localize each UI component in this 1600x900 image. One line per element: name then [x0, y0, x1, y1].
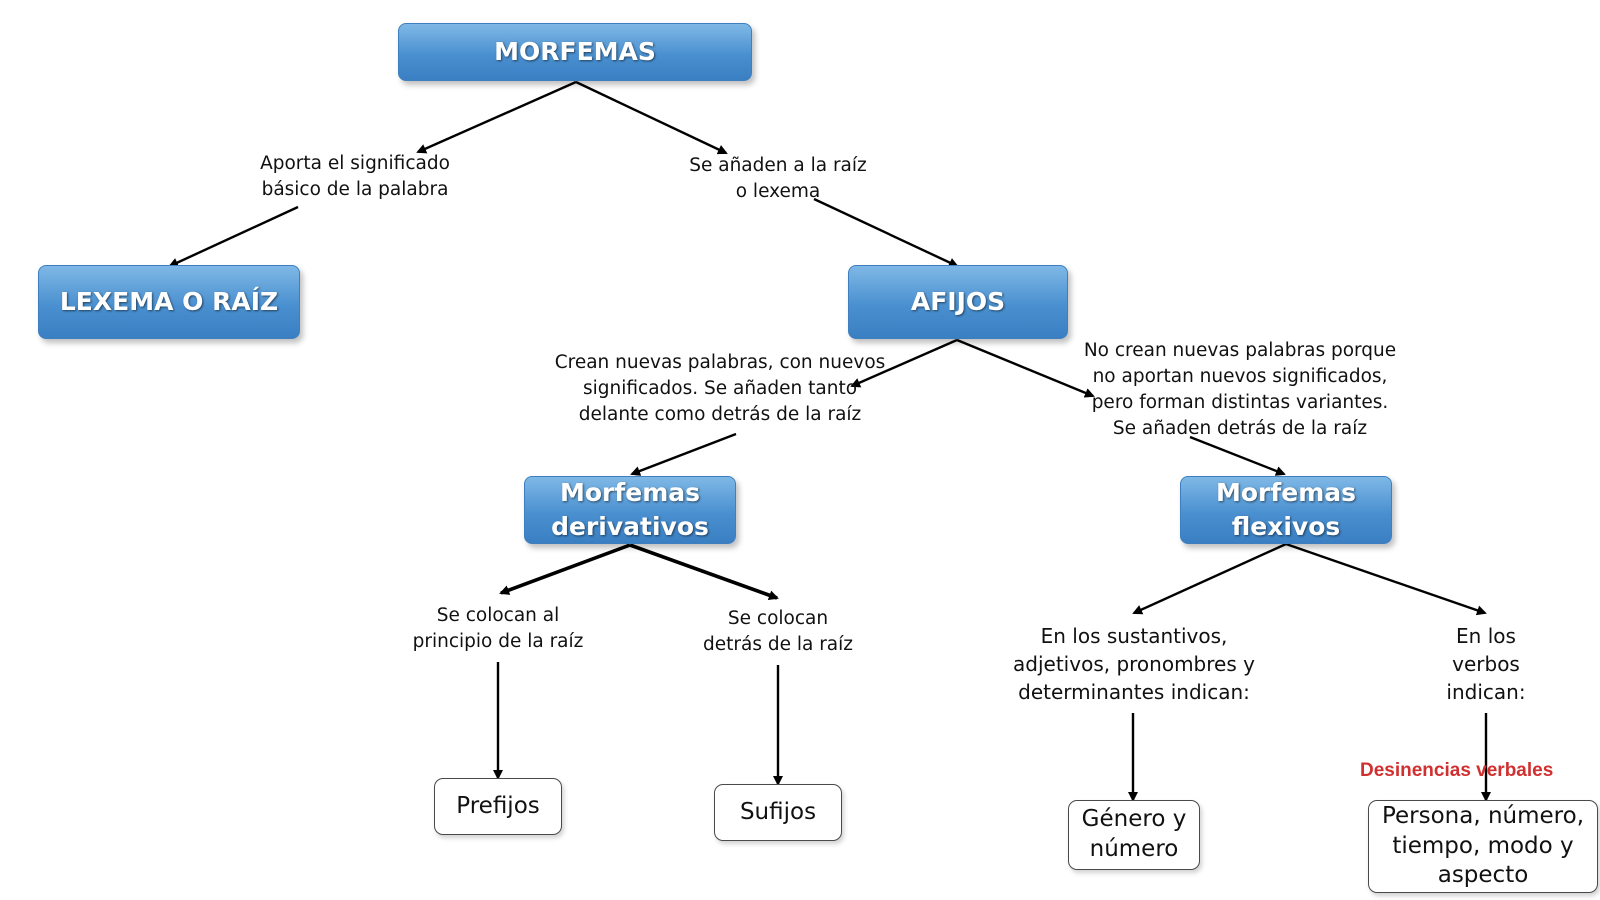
- arrow-nocrean-to-flexivos: [1189, 435, 1286, 476]
- label-se-colocan-detras: Se colocan detrás de la raíz: [703, 608, 853, 655]
- arrow-significado-to-lexema: [168, 205, 299, 268]
- label-significado-basico: Aporta el significado básico de la palab…: [260, 153, 450, 200]
- arrow-afijos-to-crean: [850, 338, 958, 388]
- arrow-derivativos-to-detras: [629, 543, 779, 600]
- node-morfemas-derivativos: Morfemas derivativos: [524, 476, 736, 544]
- node-prefijos-text: Prefijos: [456, 792, 540, 819]
- node-genero-y-numero: Género y número: [1068, 800, 1200, 870]
- arrow-derivativos-to-principio: [499, 543, 631, 595]
- label-se-colocan-principio: Se colocan al principio de la raíz: [412, 605, 584, 652]
- arrow-afijos-to-nocrean: [956, 338, 1095, 398]
- arrow-flexivos-to-verbos: [1285, 542, 1487, 616]
- arrow-flexivos-to-sustantivos: [1132, 542, 1287, 615]
- node-persona-text: Persona, número, tiempo, modo y aspecto: [1381, 802, 1585, 889]
- node-genero-text: Género y número: [1081, 806, 1187, 862]
- node-persona-numero: Persona, número, tiempo, modo y aspecto: [1368, 800, 1598, 893]
- label-no-crean-nuevas-palabras: No crean nuevas palabras porque no aport…: [1083, 340, 1397, 439]
- node-derivativos-text: Morfemas derivativos: [551, 478, 709, 541]
- node-flexivos-text: Morfemas flexivos: [1216, 478, 1357, 541]
- node-sufijos-text: Sufijos: [739, 798, 817, 825]
- label-se-anaden: Se añaden a la raíz o lexema: [689, 155, 867, 202]
- node-prefijos: Prefijos: [434, 778, 562, 835]
- node-afijos: AFIJOS: [848, 265, 1068, 339]
- label-desinencias-verbales: Desinencias verbales: [1360, 760, 1554, 781]
- node-morfemas-text: MORFEMAS: [494, 37, 656, 67]
- node-morfemas: MORFEMAS: [398, 23, 752, 81]
- arrow-morfemas-to-anaden: [575, 80, 728, 155]
- node-afijos-text: AFIJOS: [910, 287, 1006, 317]
- node-sufijos: Sufijos: [714, 784, 842, 841]
- node-lexema-o-raiz: LEXEMA O RAÍZ: [38, 265, 300, 339]
- arrow-anaden-to-afijos: [813, 197, 959, 268]
- arrow-morfemas-to-significado: [416, 80, 577, 154]
- label-verbos: En los verbos indican:: [1446, 624, 1526, 704]
- node-morfemas-flexivos: Morfemas flexivos: [1180, 476, 1392, 544]
- node-lexema-text: LEXEMA O RAÍZ: [59, 287, 279, 317]
- arrow-crean-to-derivativos: [630, 432, 737, 476]
- label-crean-nuevas-palabras: Crean nuevas palabras, con nuevos signif…: [554, 352, 886, 425]
- label-sustantivos: En los sustantivos, adjetivos, pronombre…: [1013, 624, 1255, 704]
